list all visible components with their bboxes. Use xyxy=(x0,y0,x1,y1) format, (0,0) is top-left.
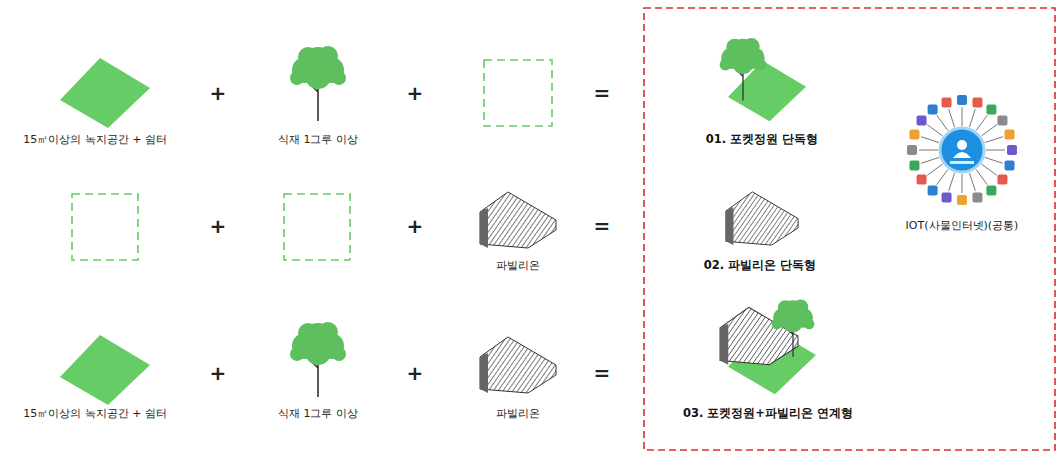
icon-caption: 15㎡이상의 녹지공간 + 쉼터 xyxy=(23,407,167,420)
device-icon xyxy=(928,105,938,115)
device-icon xyxy=(942,97,952,107)
region-outline xyxy=(644,8,1055,450)
pavilion-icon xyxy=(480,337,556,393)
iot-spoke xyxy=(969,109,975,127)
icon-caption: 파빌리온 xyxy=(496,259,540,272)
iot-spoke xyxy=(937,115,948,130)
iot-spoke xyxy=(976,115,987,130)
empty-slot xyxy=(72,194,138,260)
device-icon xyxy=(909,130,919,140)
iot-spoke xyxy=(927,125,942,136)
empty-slot xyxy=(484,60,552,126)
iot-spoke xyxy=(969,173,975,191)
operator-sign: + xyxy=(407,361,424,385)
device-icon xyxy=(909,160,919,170)
operator-sign: + xyxy=(407,81,424,105)
iot-spoke xyxy=(981,164,996,175)
device-icon xyxy=(986,105,996,115)
operator-sign: + xyxy=(210,361,227,385)
operator-sign: = xyxy=(594,214,611,238)
icon-caption: 파빌리온 xyxy=(496,407,540,420)
operator-sign: + xyxy=(210,214,227,238)
iot-spoke xyxy=(985,157,1003,163)
iot-spoke xyxy=(927,164,942,175)
device-icon xyxy=(997,116,1007,126)
tree-icon xyxy=(290,322,346,397)
icon-caption: 식재 1그루 이상 xyxy=(278,133,358,146)
iot-spoke xyxy=(985,137,1003,143)
device-icon xyxy=(1007,145,1017,155)
type-title: 01. 포켓정원 단독형 xyxy=(706,133,818,147)
icon-caption: IOT(사물인터넷)(공통) xyxy=(906,219,1019,232)
operator-sign: = xyxy=(594,361,611,385)
iot-spoke xyxy=(949,173,955,191)
device-icon xyxy=(907,145,917,155)
device-icon xyxy=(997,174,1007,184)
iot-spoke xyxy=(949,109,955,127)
device-icon xyxy=(917,116,927,126)
iot-spoke xyxy=(962,107,963,126)
tree-icon xyxy=(772,299,815,357)
green-space-icon xyxy=(60,58,150,128)
device-icon xyxy=(1005,130,1015,140)
operator-sign: + xyxy=(407,214,424,238)
iot-spoke xyxy=(919,150,938,151)
device-icon xyxy=(928,185,938,195)
type-title: 03. 포켓정원+파빌리온 연계형 xyxy=(683,407,853,421)
pavilion-icon xyxy=(480,192,556,248)
iot-icon xyxy=(907,95,1017,205)
tree-icon xyxy=(290,46,346,121)
device-icon xyxy=(957,95,967,105)
device-icon xyxy=(957,195,967,205)
operator-sign: + xyxy=(210,81,227,105)
icon-caption: 15㎡이상의 녹지공간 + 쉼터 xyxy=(23,133,167,146)
iot-spoke xyxy=(921,137,939,143)
operator-sign: = xyxy=(594,81,611,105)
empty-slot xyxy=(284,194,350,260)
iot-spoke xyxy=(937,169,948,184)
device-icon xyxy=(986,185,996,195)
icon-caption: 식재 1그루 이상 xyxy=(278,407,358,420)
device-icon xyxy=(942,193,952,203)
green-space-icon xyxy=(60,335,150,405)
iot-spoke xyxy=(986,150,1005,151)
tree-icon xyxy=(720,38,767,101)
device-icon xyxy=(972,193,982,203)
device-icon xyxy=(917,174,927,184)
pavilion-icon xyxy=(726,192,798,245)
iot-spoke xyxy=(981,125,996,136)
iot-spoke xyxy=(962,174,963,193)
device-icon xyxy=(972,97,982,107)
device-icon xyxy=(1005,160,1015,170)
iot-spoke xyxy=(976,169,987,184)
iot-spoke xyxy=(921,157,939,163)
type-title: 02. 파빌리온 단독형 xyxy=(704,259,816,273)
